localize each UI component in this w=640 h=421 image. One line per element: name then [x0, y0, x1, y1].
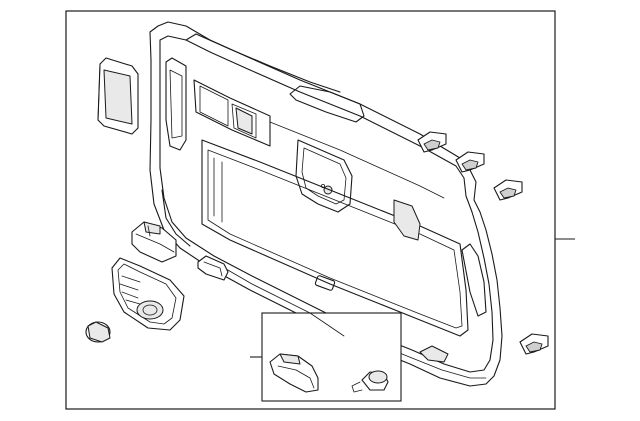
retainer-clip-icon — [493, 179, 523, 201]
bulb-icon — [351, 370, 389, 393]
access-cover-icon — [97, 57, 139, 135]
retainer-clip-icon — [417, 131, 447, 153]
diagram-frame — [65, 10, 556, 410]
handle-bezel-icon — [111, 257, 185, 331]
retainer-clip-icon — [519, 333, 549, 355]
switch-module-icon — [131, 221, 177, 263]
round-cap-icon — [85, 321, 111, 343]
retainer-clip-icon — [455, 151, 485, 173]
lamp-assembly-icon — [269, 353, 319, 393]
liftgate-trim-panel — [149, 21, 503, 387]
oval-grommet-icon — [197, 255, 229, 281]
